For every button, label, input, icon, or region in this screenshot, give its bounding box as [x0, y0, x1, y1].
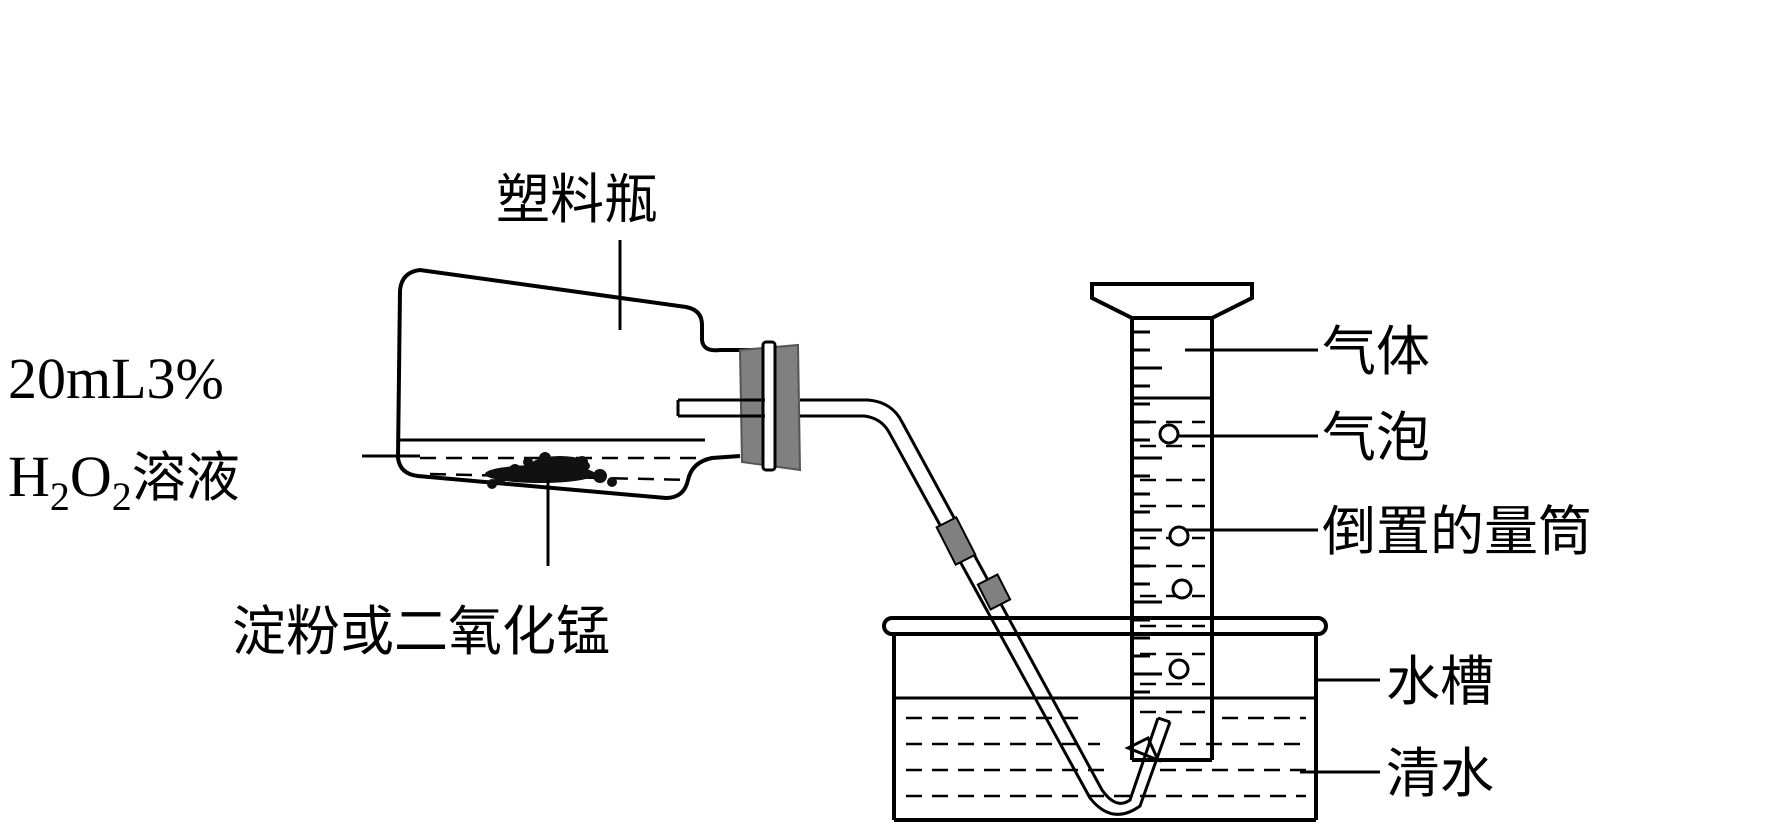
label-trough: 水槽 — [1386, 650, 1494, 713]
label-solution-rest: 溶液 — [132, 446, 240, 509]
label-solution-sub2: 2 — [112, 474, 132, 519]
graduation-marks — [1134, 330, 1162, 694]
label-solution-line2: H2O2溶液 — [8, 444, 240, 519]
label-cylinder: 倒置的量筒 — [1322, 500, 1592, 563]
bubbles — [1158, 423, 1193, 680]
label-solution-o: O — [70, 444, 112, 509]
label-catalyst: 淀粉或二氧化锰 — [232, 600, 610, 663]
bubble — [1168, 525, 1190, 547]
label-bubble: 气泡 — [1322, 406, 1430, 469]
label-water: 清水 — [1386, 742, 1494, 805]
trough-water — [906, 716, 1306, 798]
leader-lines — [362, 240, 1380, 774]
label-plastic-bottle: 塑料瓶 — [496, 168, 658, 231]
label-solution-h: H — [8, 444, 50, 509]
bubble — [1158, 423, 1180, 445]
label-solution-line1: 20mL3% — [8, 346, 224, 411]
rubber-connector-lower — [976, 573, 1012, 611]
bubble — [1168, 658, 1190, 680]
delivery-tube-inner — [676, 398, 765, 418]
label-gas: 气体 — [1322, 320, 1430, 383]
plastic-bottle — [395, 267, 760, 501]
label-solution-sub1: 2 — [50, 474, 70, 519]
delivery-tube — [800, 398, 1172, 816]
bubble — [1171, 578, 1193, 600]
catalyst-particles — [485, 452, 617, 489]
water-trough — [882, 616, 1328, 822]
rubber-stopper — [738, 340, 802, 472]
rubber-connector-upper — [935, 515, 977, 567]
inverted-measuring-cylinder — [1090, 282, 1254, 762]
